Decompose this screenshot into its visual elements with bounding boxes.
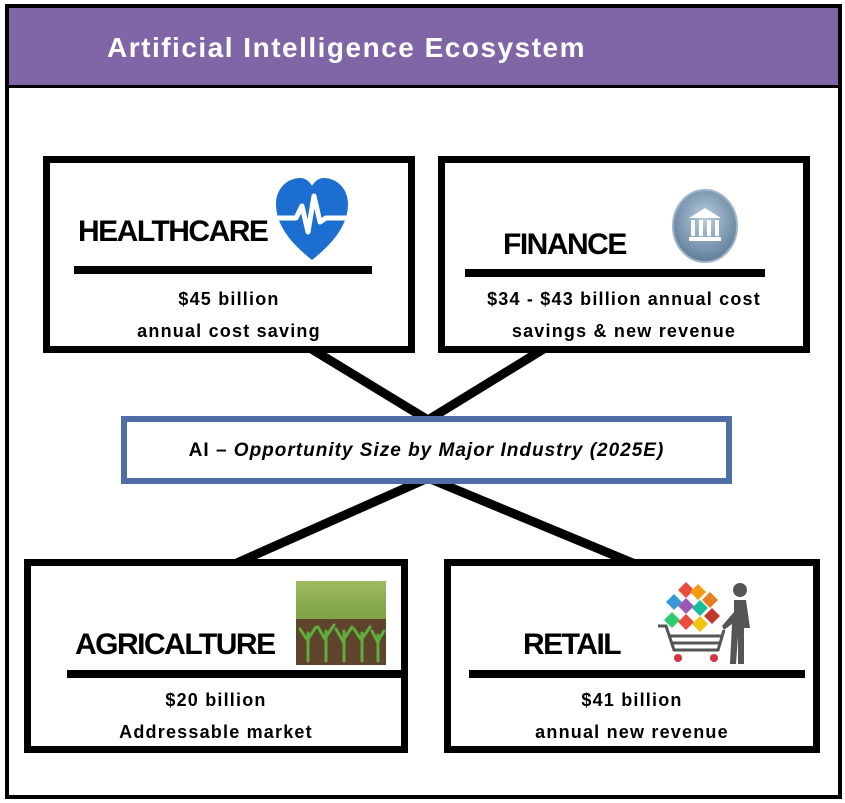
connector-finance	[425, 338, 558, 424]
header-banner: Artificial Intelligence Ecosystem	[9, 8, 838, 88]
connector-agriculture	[228, 473, 430, 571]
card-value: $20 billion Addressable market	[31, 684, 401, 748]
card-value-line2: annual cost saving	[137, 321, 321, 341]
center-label-text: Opportunity Size by Major Industry (2025…	[233, 440, 665, 461]
center-label: AI – Opportunity Size by Major Industry …	[127, 440, 726, 462]
card-rule	[67, 670, 407, 678]
heart-pulse-icon	[272, 166, 352, 266]
card-rule	[74, 266, 372, 274]
connector-retail	[426, 473, 642, 571]
card-value-line1: $34 - $43 billion annual cost	[487, 289, 761, 309]
card-value: $41 billion annual new revenue	[451, 684, 813, 748]
card-title: FINANCE	[503, 228, 627, 261]
page-title: Artificial Intelligence Ecosystem	[107, 32, 586, 63]
card-finance: FINANCE $34 - $43 billion annual cost sa…	[438, 156, 810, 353]
bank-icon	[671, 188, 739, 264]
center-label-prefix: AI –	[188, 440, 234, 461]
card-retail: RETAIL $41 billion annual new revenue	[444, 559, 820, 753]
connector-healthcare	[297, 338, 431, 424]
card-value-line2: savings & new revenue	[511, 321, 737, 341]
card-value-line2: Addressable market	[119, 722, 313, 742]
card-title: HEALTHCARE	[78, 215, 269, 248]
card-title: AGRICALTURE	[75, 628, 276, 661]
card-value: $45 billion annual cost saving	[50, 283, 408, 347]
card-value-line2: annual new revenue	[535, 722, 729, 742]
card-value: $34 - $43 billion annual cost savings & …	[445, 283, 803, 347]
center-label-box: AI – Opportunity Size by Major Industry …	[121, 416, 732, 484]
card-rule	[469, 670, 805, 678]
card-value-line1: $41 billion	[581, 690, 683, 710]
shopping-cart-icon	[652, 578, 758, 668]
card-title: RETAIL	[523, 628, 622, 661]
card-healthcare: HEALTHCARE $45 billion annual cost savin…	[43, 156, 415, 353]
card-value-line1: $45 billion	[178, 289, 280, 309]
card-rule	[465, 269, 765, 277]
crop-field-icon	[296, 581, 386, 665]
card-value-line1: $20 billion	[165, 690, 267, 710]
